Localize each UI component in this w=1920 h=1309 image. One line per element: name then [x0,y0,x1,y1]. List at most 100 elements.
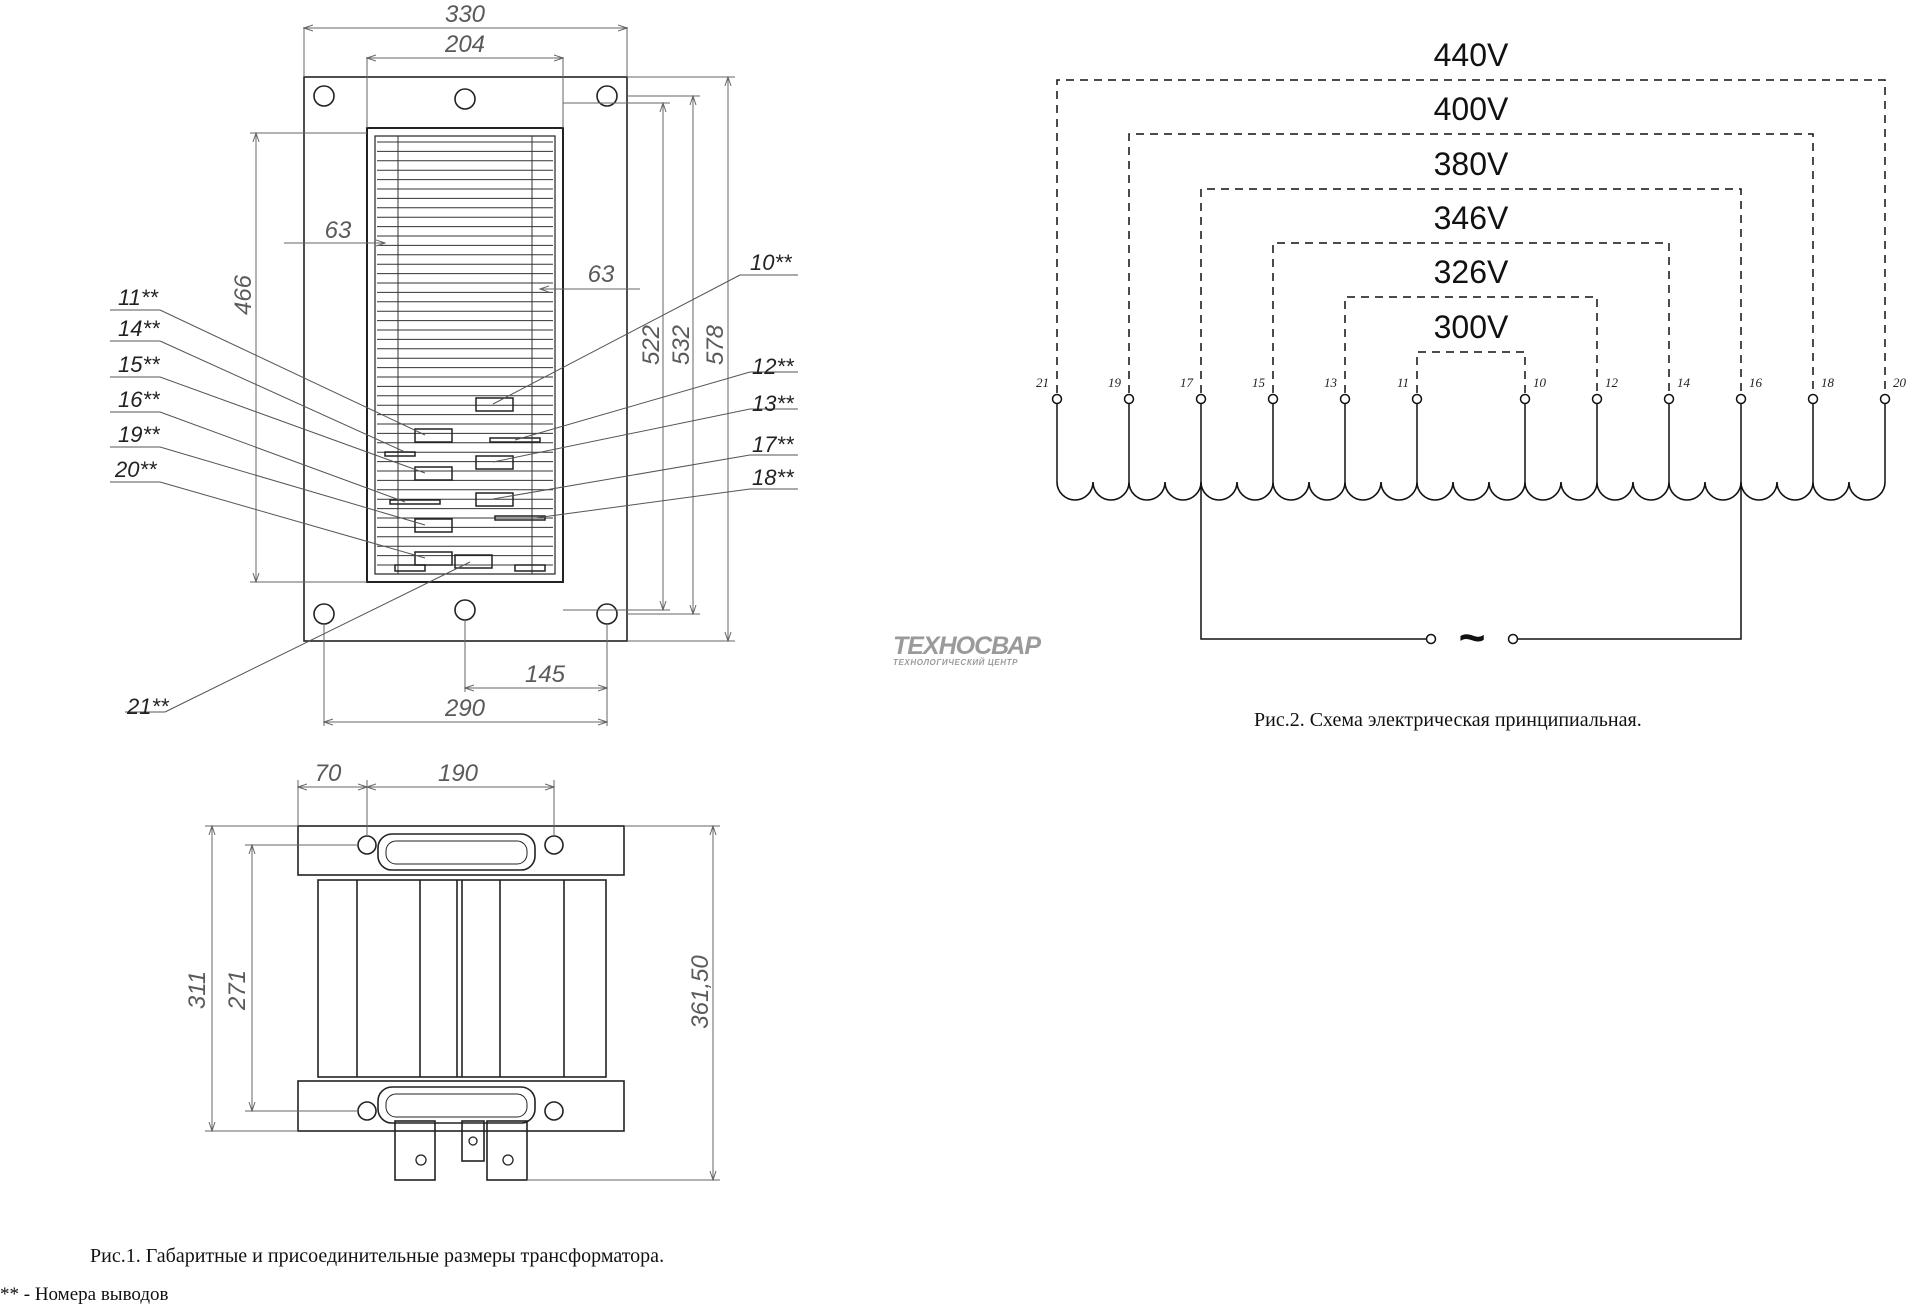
tap-connection-300V [1416,351,1526,393]
terminal-block [475,455,514,470]
terminal-point [1519,393,1531,405]
lead-label-11: 11** [118,285,159,310]
logo-name: ТЕХНОСВАР [893,632,1041,660]
supply-terminal [1425,633,1437,645]
clamp-bolt [544,835,564,855]
output-lug [394,1120,436,1181]
tap-connection-346V [1272,242,1670,393]
voltage-label: 440V [1434,37,1509,73]
tap-connection-440V [1056,79,1886,393]
dim-coil-right: 63 [588,261,615,288]
terminal-point [1051,393,1063,405]
bottom-lifting-bracket-inner [385,1093,528,1118]
mounting-hole [313,85,335,107]
terminal-number: 15 [1252,375,1266,390]
lug-hole [468,1136,478,1146]
terminal-numbers-footnote: ** - Номера выводов [0,1284,169,1305]
dim-height-overall: 578 [702,324,729,365]
terminal-block [475,492,514,507]
terminal-number: 11 [1397,375,1409,390]
terminal-strip [514,564,546,572]
supply-terminal [1507,633,1519,645]
lead-label-18: 18** [752,465,795,490]
lead-label-17: 17** [752,432,795,457]
lead-label-10: 10** [750,250,793,275]
clamp-bolt [357,835,377,855]
voltage-label: 346V [1434,200,1509,236]
mounting-hole [454,599,476,621]
terminal-point [1123,393,1135,405]
terminal-number: 21 [1036,375,1049,390]
dim-window-width: 204 [444,31,485,58]
figure1-caption: Рис.1. Габаритные и присоединительные ра… [90,1245,665,1267]
lead-label-14: 14** [118,316,161,341]
mounting-hole [596,603,618,625]
technosvar-logo: ТЕХНОСВАР ТЕХНОЛОГИЧЕСКИЙ ЦЕНТР [893,632,1041,668]
dim-bolt-half: 145 [525,661,566,688]
terminal-point [1735,393,1747,405]
figure2-caption: Рис.2. Схема электрическая принципиальна… [1254,709,1642,731]
voltage-label: 400V [1434,91,1509,127]
transformer-side-view [297,825,625,1181]
terminal-block [414,466,453,481]
clamp-bolt [357,1101,377,1121]
dim-overall-width: 330 [445,1,486,28]
terminal-number: 18 [1821,375,1835,390]
terminal-block [475,397,514,412]
terminal-strip [394,564,426,572]
coil-window [366,127,564,583]
terminal-block [414,428,453,443]
top-lifting-bracket [377,833,536,871]
terminal-number: 16 [1749,375,1763,390]
terminal-point [1339,393,1351,405]
lug-hole [502,1154,514,1166]
terminal-strip [489,437,541,443]
dim-bolt-span: 290 [444,695,486,722]
lead-label-12: 12** [752,354,795,379]
top-view-dimension-labels: 330 204 63 63 466 522 532 578 145 290 [230,1,729,722]
terminal-point [1591,393,1603,405]
lead-label-13: 13** [752,391,795,416]
terminal-number: 14 [1677,375,1691,390]
output-lug-small [461,1120,485,1162]
mounting-hole [454,88,476,110]
transformer-winding [1056,481,1886,501]
coil-winding-lines [377,136,553,574]
terminal-block [414,551,453,566]
terminal-blocks [384,397,546,572]
tap-connection-380V [1200,188,1742,393]
mounting-hole [596,85,618,107]
clamp-bolt [544,1101,564,1121]
terminal-point [1879,393,1891,405]
ac-supply-symbol: ~ [1459,611,1486,663]
terminal-point [1663,393,1675,405]
dim-height-522: 522 [638,325,665,365]
voltage-label: 300V [1434,309,1509,345]
top-view-dimensions [250,27,735,726]
lug-hole [415,1154,427,1166]
dim-height-inner: 466 [230,274,257,315]
logo-subtitle: ТЕХНОЛОГИЧЕСКИЙ ЦЕНТР [893,658,1019,667]
terminal-number: 12 [1605,375,1619,390]
terminal-block [414,518,453,533]
dim-height-532: 532 [668,325,695,365]
output-lug [486,1120,528,1181]
dim-coil-left: 63 [325,217,352,244]
tap-connection-400V [1128,133,1814,393]
terminal-number: 19 [1108,375,1122,390]
terminal-block [454,554,493,569]
dim-height-total: 361,50 [687,955,714,1029]
side-view-dimensions [205,780,720,1180]
terminal-strip [384,451,416,457]
terminal-strip [494,515,546,521]
voltage-label: 380V [1434,146,1509,182]
dim-span: 190 [438,760,479,787]
voltage-label: 326V [1434,254,1509,290]
terminal-leader-labels: 10** 11** 14** 15** 16** 19** 20** 12** … [114,250,795,719]
supply-wire-right [1517,482,1742,640]
terminal-point [1411,393,1423,405]
lead-label-21: 21** [126,694,170,719]
terminal-number: 13 [1324,375,1338,390]
